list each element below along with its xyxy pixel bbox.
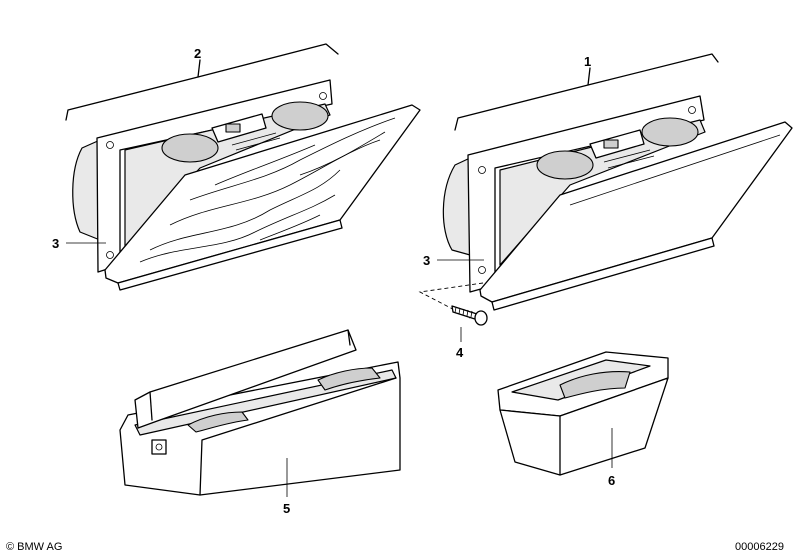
wood-grain [139, 117, 396, 263]
ashtray-assembly-wood [72, 79, 421, 291]
leader-lines [66, 242, 613, 497]
callout-2: 2 [194, 46, 202, 61]
callout-5: 5 [283, 501, 291, 516]
bracket-assembly-2 [65, 43, 339, 121]
ashtray-assembly-plain [442, 95, 793, 311]
callout-4: 4 [456, 345, 464, 360]
bracket-assembly-1 [454, 53, 719, 131]
callout-3-right: 3 [423, 253, 431, 268]
copyright-text: © BMW AG [6, 541, 63, 553]
drawing-number: 00006229 [735, 541, 784, 553]
screw-part [418, 282, 488, 326]
ashtray-inner-cup [497, 351, 669, 476]
callout-3-left: 3 [52, 236, 60, 251]
callout-6: 6 [608, 473, 616, 488]
ashtray-insert-tray [119, 329, 401, 496]
callout-1: 1 [584, 54, 592, 69]
